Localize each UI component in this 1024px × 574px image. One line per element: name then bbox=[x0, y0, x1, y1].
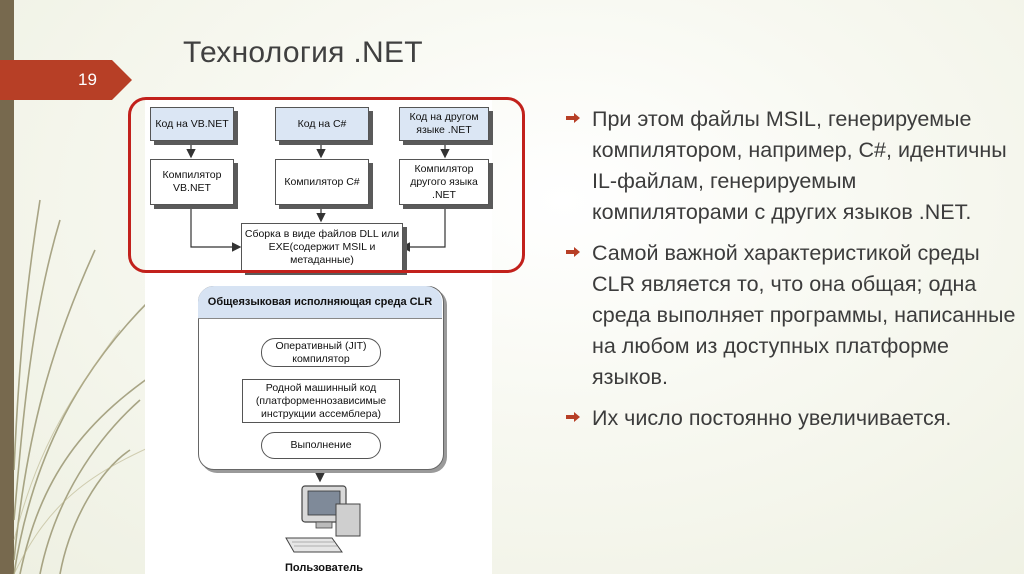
highlight-frame bbox=[128, 97, 525, 273]
jit-compiler-box: Оперативный (JIT) компилятор bbox=[261, 338, 381, 367]
arrow-bullet-icon bbox=[566, 113, 580, 123]
bullet-item: Самой важной характеристикой среды CLR я… bbox=[566, 238, 1016, 393]
bullet-item: Их число постоянно увеличивается. bbox=[566, 403, 1016, 434]
slide-number-banner bbox=[0, 60, 132, 100]
user-label: Пользователь bbox=[285, 562, 363, 574]
arrow-bullet-icon bbox=[566, 247, 580, 257]
execution-box: Выполнение bbox=[261, 432, 381, 459]
slide-title: Технология .NET bbox=[183, 36, 423, 70]
bullet-text: При этом файлы MSIL, генерируемые компил… bbox=[592, 104, 1016, 228]
arrow-bullet-icon bbox=[566, 412, 580, 422]
bullet-list: При этом файлы MSIL, генерируемые компил… bbox=[566, 104, 1016, 444]
native-code-box: Родной машинный код (платформеннозависим… bbox=[242, 379, 400, 423]
bullet-item: При этом файлы MSIL, генерируемые компил… bbox=[566, 104, 1016, 228]
computer-icon bbox=[280, 482, 370, 562]
bullet-text: Самой важной характеристикой среды CLR я… bbox=[592, 238, 1016, 393]
slide-number: 19 bbox=[78, 70, 97, 90]
clr-header: Общеязыковая исполняющая среда CLR bbox=[198, 286, 442, 319]
bullet-text: Их число постоянно увеличивается. bbox=[592, 403, 1016, 434]
